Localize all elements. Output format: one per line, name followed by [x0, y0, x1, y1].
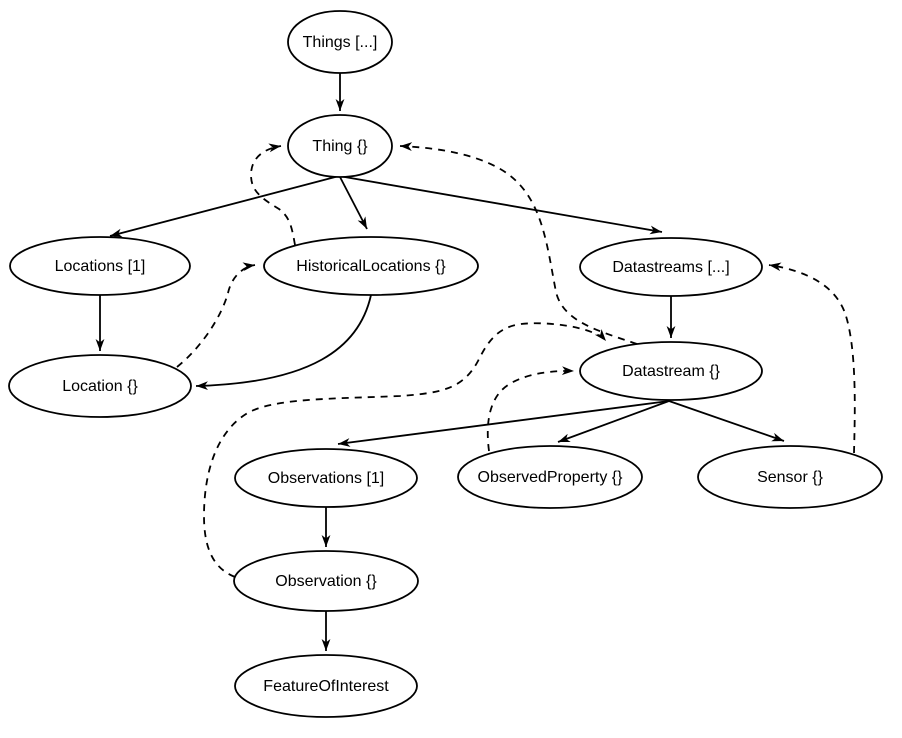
edge-observed-property-datastream: [486, 366, 575, 452]
edge-datastream-thing: [399, 142, 638, 345]
node-observations: Observations [1]: [234, 448, 418, 508]
node-historical-locations-label: HistoricalLocations {}: [296, 258, 446, 275]
node-observed-property: ObservedProperty {}: [457, 445, 643, 509]
node-location-label: Location {}: [62, 378, 138, 395]
node-thing-shape: [287, 114, 393, 178]
node-sensor-label: Sensor {}: [757, 469, 823, 486]
edge-sensor-datastreams: [768, 262, 856, 454]
node-locations: Locations [1]: [9, 236, 191, 296]
edge-datastream-sensor: [668, 400, 785, 442]
node-observations-shape: [234, 448, 418, 508]
node-datastreams-label: Datastreams [...]: [612, 259, 729, 276]
node-historical-locations-shape: [263, 236, 479, 296]
node-datastream-shape: [579, 341, 763, 401]
node-locations-label: Locations [1]: [55, 258, 146, 275]
node-things-label: Things [...]: [303, 34, 378, 51]
node-locations-shape: [9, 236, 191, 296]
node-datastream-label: Datastream {}: [622, 363, 720, 380]
edge-location-historical-locations: [176, 262, 256, 368]
node-historical-locations: HistoricalLocations {}: [263, 236, 479, 296]
edge-historical-locations-location: [195, 294, 372, 391]
node-location-shape: [8, 354, 192, 418]
node-datastreams: Datastreams [...]: [579, 237, 763, 297]
edge-datastream-observations: [337, 400, 670, 447]
node-observations-label: Observations [1]: [268, 470, 385, 487]
node-location: Location {}: [8, 354, 192, 418]
edge-thing-historical-locations: [339, 176, 368, 230]
edge-datastream-observed-property: [557, 400, 670, 443]
edge-thing-datastreams: [338, 175, 663, 235]
node-thing: Thing {}: [287, 114, 393, 178]
node-observation-shape: [233, 550, 419, 612]
node-observation-label: Observation {}: [275, 573, 377, 590]
node-observation: Observation {}: [233, 550, 419, 612]
node-feature-of-interest-shape: [234, 654, 418, 718]
node-feature-of-interest-label: FeatureOfInterest: [263, 678, 389, 695]
node-sensor: Sensor {}: [697, 445, 883, 509]
node-datastreams-shape: [579, 237, 763, 297]
node-thing-label: Thing {}: [312, 138, 368, 155]
edge-thing-locations: [109, 175, 340, 238]
node-things-shape: [287, 10, 393, 74]
node-observed-property-shape: [457, 445, 643, 509]
node-feature-of-interest: FeatureOfInterest: [234, 654, 418, 718]
node-sensor-shape: [697, 445, 883, 509]
node-datastream: Datastream {}: [579, 341, 763, 401]
edge-historical-locations-thing: [250, 143, 296, 246]
node-observed-property-label: ObservedProperty {}: [478, 469, 624, 486]
node-things: Things [...]: [287, 10, 393, 74]
